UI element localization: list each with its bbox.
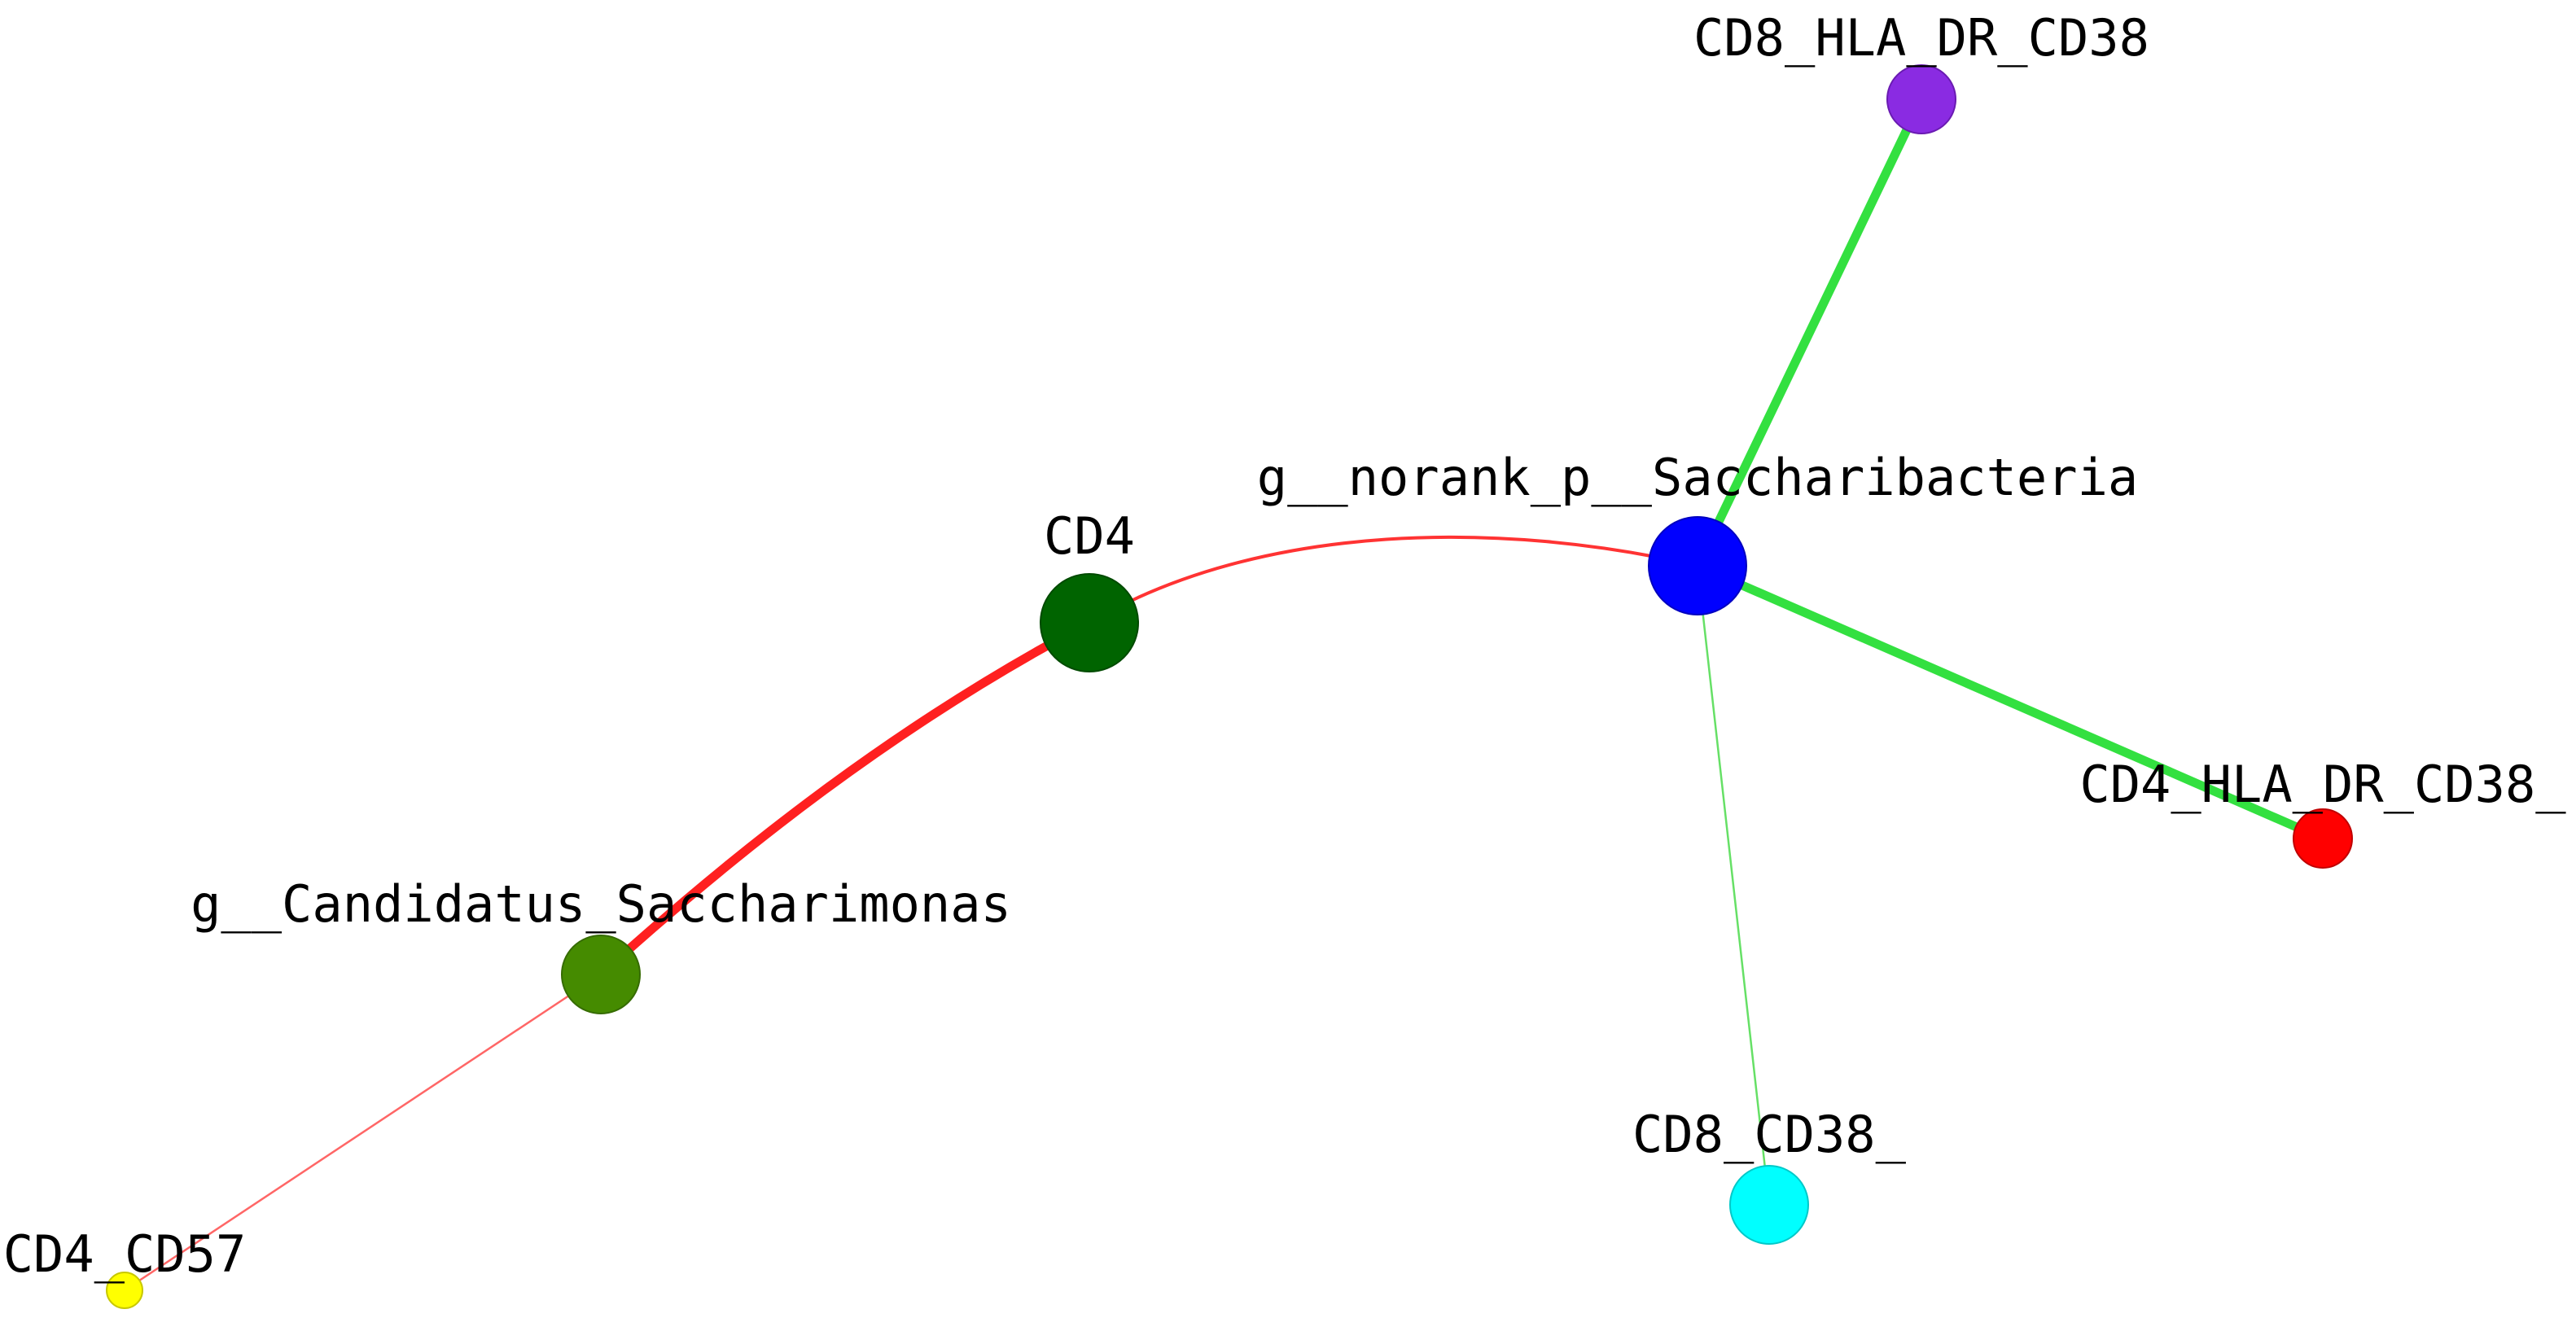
label-cd8-hla-dr-cd38: CD8_HLA_DR_CD38	[1693, 8, 2149, 68]
label-cd8-cd38: CD8_CD38_	[1632, 1105, 1907, 1164]
label-cd4: CD4	[1044, 506, 1135, 566]
labels: CD8_HLA_DR_CD38 g__norank_p__Saccharibac…	[3, 8, 2567, 1284]
node-candidatus-saccharimonas[interactable]	[561, 935, 641, 1014]
edge-candidatus-saccharimonas-cd4-cd57	[123, 973, 602, 1292]
node-cd8-hla-dr-cd38[interactable]	[1886, 64, 1956, 134]
node-cd4-hla-dr-cd38[interactable]	[2293, 808, 2353, 869]
label-cd4-hla-dr-cd38: CD4_HLA_DR_CD38_	[2079, 755, 2566, 814]
label-saccharibacteria: g__norank_p__Saccharibacteria	[1257, 448, 2139, 507]
node-cd4[interactable]	[1040, 573, 1139, 672]
node-cd8-cd38[interactable]	[1729, 1165, 1809, 1245]
edge-saccharibacteria-cd4-hla-dr-cd38	[1693, 561, 2328, 843]
nodes	[106, 64, 2353, 1309]
label-candidatus-saccharimonas: g__Candidatus_Saccharimonas	[191, 874, 1011, 934]
edge-saccharibacteria-cd4	[1088, 535, 1699, 624]
edges	[123, 94, 2328, 1292]
edge-cd4-candidatus-saccharimonas	[596, 618, 1094, 979]
node-saccharibacteria[interactable]	[1648, 516, 1747, 615]
label-cd4-cd57: CD4_CD57	[3, 1224, 247, 1284]
edge-saccharibacteria-cd8-hla-dr-cd38	[1693, 94, 1926, 571]
edge-saccharibacteria-cd8-cd38	[1696, 564, 1771, 1206]
node-cd4-cd57[interactable]	[106, 1272, 143, 1309]
